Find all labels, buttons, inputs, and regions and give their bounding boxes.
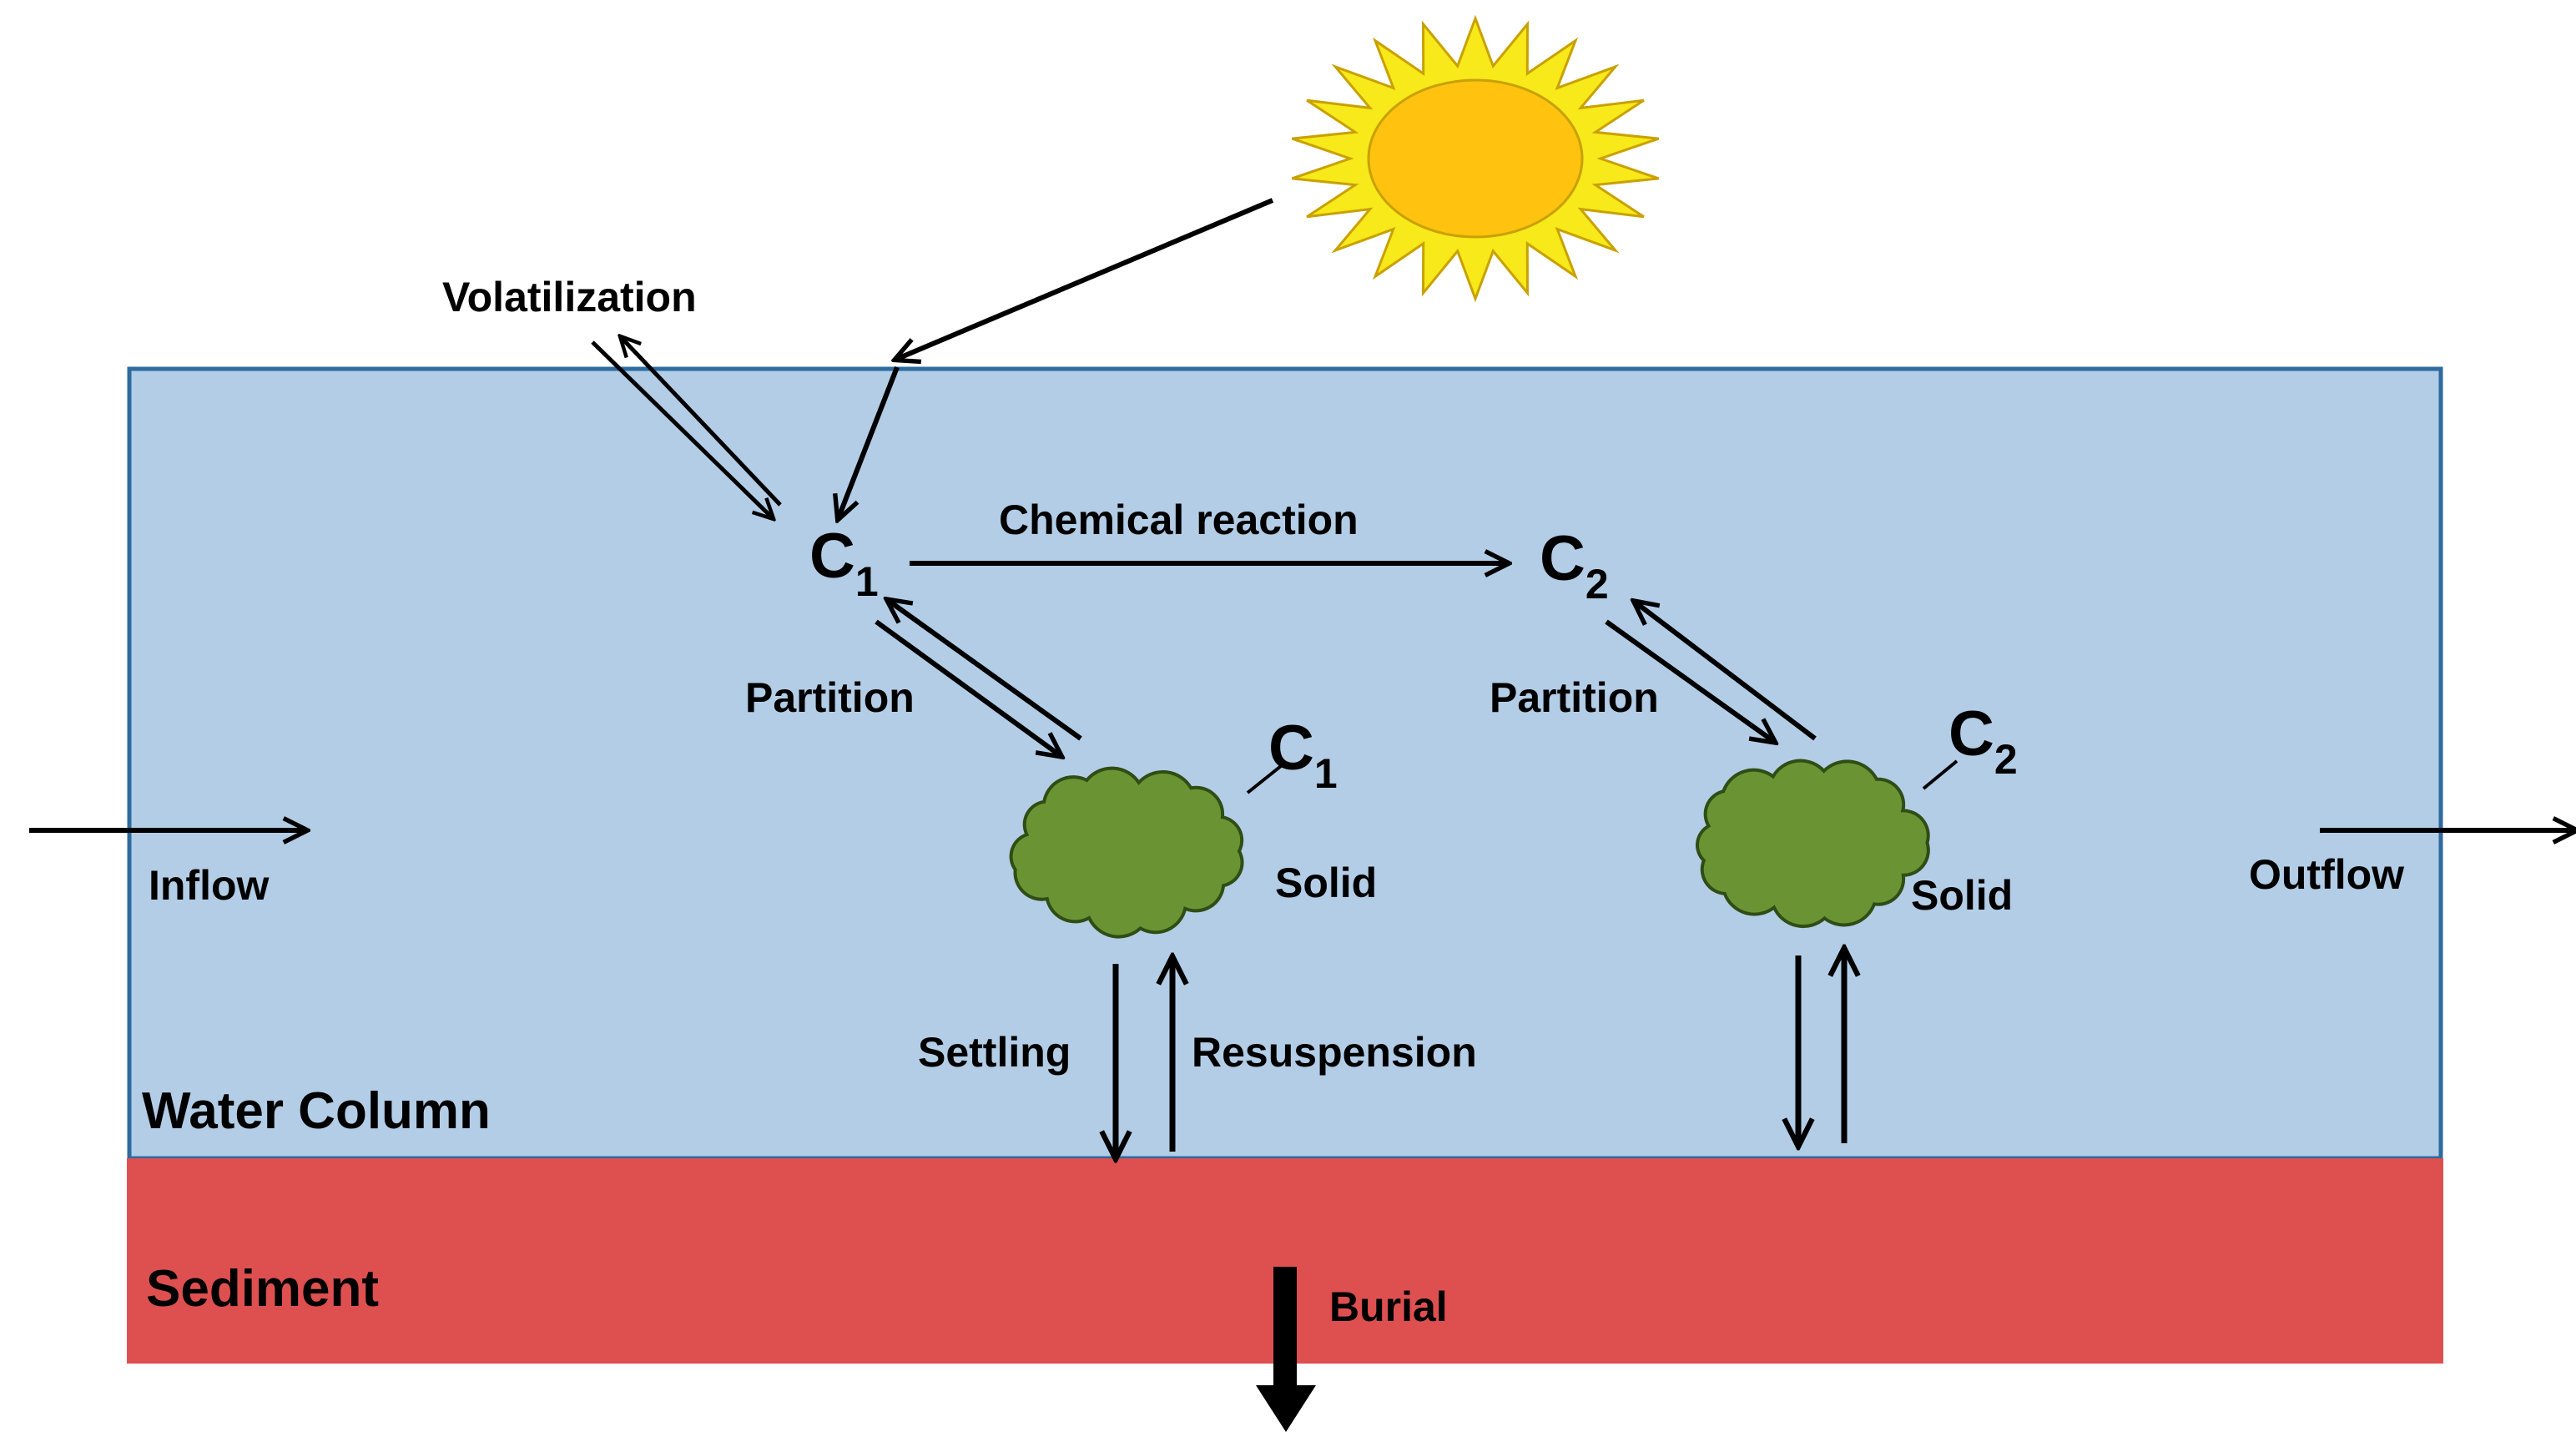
c2-dissolved-label: C2 <box>1540 523 1609 608</box>
c1-dissolved-label: C1 <box>809 521 879 605</box>
solid-label-1: Solid <box>1275 860 1377 906</box>
outflow-label: Outflow <box>2249 851 2404 898</box>
c1-solid-label: C1 <box>1268 713 1338 797</box>
partition-arrows-c1 <box>875 601 1082 755</box>
burial-arrow <box>1256 1267 1316 1432</box>
solid-particle-icon-2 <box>1696 759 1930 929</box>
resuspension-label: Resuspension <box>1192 1029 1477 1076</box>
c1-solid-leader <box>1246 764 1283 794</box>
inflow-label: Inflow <box>149 862 270 909</box>
solid-label-2: Solid <box>1911 872 2013 919</box>
sun-icon <box>1291 14 1660 303</box>
burial-label: Burial <box>1329 1283 1448 1330</box>
settling-resuspension-arrows-2 <box>1798 951 1844 1143</box>
solid-particle-icon <box>1009 766 1244 939</box>
water-column-zone <box>127 366 2443 1161</box>
volatilization-label: Volatilization <box>442 274 697 320</box>
sediment-label: Sediment <box>146 1260 379 1318</box>
partition-label-2: Partition <box>1490 674 1659 721</box>
c2-solid-leader <box>1922 759 1958 790</box>
chemical-reaction-label: Chemical reaction <box>999 497 1359 543</box>
photolysis-arrow <box>839 198 1274 517</box>
settling-label: Settling <box>918 1029 1071 1076</box>
settling-resuspension-arrows-1 <box>1116 960 1172 1156</box>
c2-solid-label: C2 <box>1948 698 2018 783</box>
water-column-label: Water Column <box>142 1082 491 1140</box>
partition-label-1: Partition <box>745 674 915 721</box>
partition-arrows-c2 <box>1605 603 1817 741</box>
volatilization-arrows <box>591 338 782 517</box>
